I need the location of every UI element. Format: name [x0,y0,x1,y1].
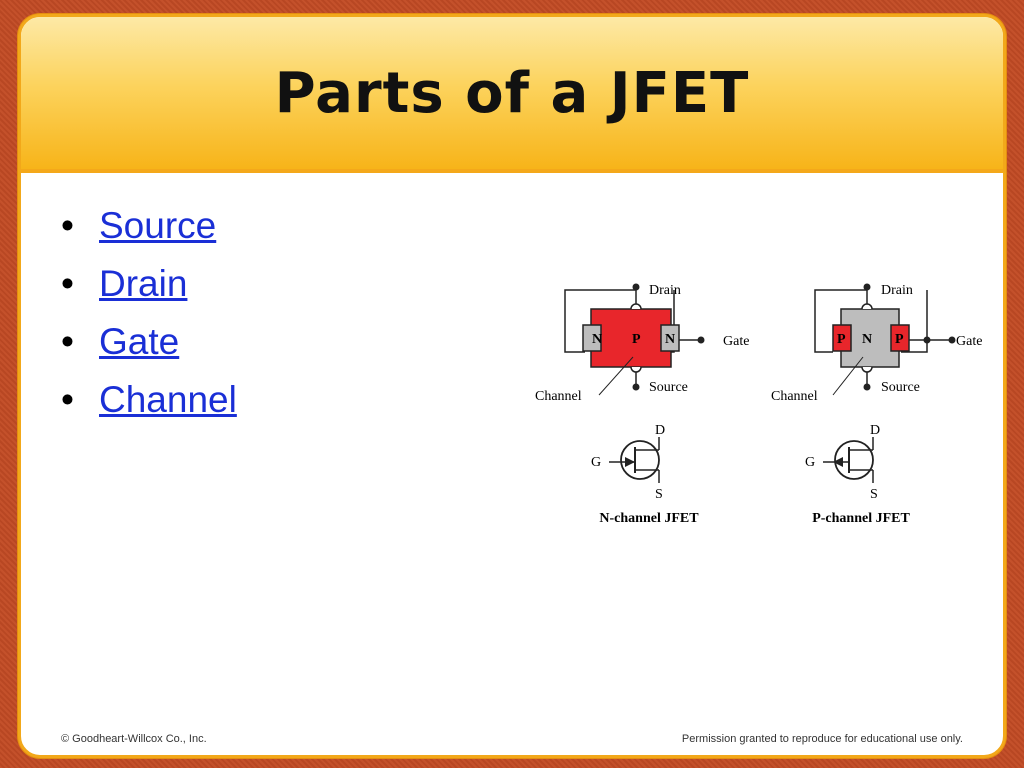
p-channel-symbol: D G S P-channel JFET [805,423,910,526]
bullet-dot: • [61,321,74,362]
n-gate-terminal [697,336,705,344]
n-source-label: Source [649,380,688,395]
bullet-dot: • [61,205,74,246]
link-channel[interactable]: Channel [99,379,237,420]
p-gate-node [923,336,931,344]
n-source-contact [630,366,642,373]
jfet-diagram: N P N Drain Gate Source Channel P [535,283,982,526]
p-source-terminal [863,383,871,391]
p-symbol-s-label: S [870,487,878,502]
link-drain[interactable]: Drain [99,263,188,304]
bullet-item: • Drain [61,255,237,313]
bullet-dot: • [61,263,74,304]
p-gate-label: Gate [956,334,982,349]
p-channel-label: Channel [771,389,818,404]
n-left-gate-region [582,324,602,352]
n-wire-loop [564,289,636,353]
p-wire-loop [814,289,867,353]
p-left-gate-region [832,324,852,352]
n-channel-structure: N P N Drain Gate Source Channel [535,283,749,404]
n-drain-label: Drain [649,283,681,298]
p-channel-structure: P N P Drain Gate Source Channel [771,283,982,404]
slide-title: Parts of a JFET [274,61,750,126]
p-gate-terminal [948,336,956,344]
bullet-item: • Source [61,197,237,255]
n-channel-symbol: D G S N-channel JFET [591,423,699,526]
bullet-item: • Gate [61,313,237,371]
slide: Parts of a JFET • Source • Drain • Gate • Ch… [18,14,1006,758]
bullet-item: • Channel [61,371,237,429]
bullet-list: • Source • Drain • Gate • Channel [61,197,237,429]
n-left-region-label: N [592,332,602,347]
link-gate[interactable]: Gate [99,321,180,362]
footer-permission: Permission granted to reproduce for educ… [681,733,963,745]
p-drain-label: Drain [881,283,913,298]
n-symbol-d-label: D [655,423,665,438]
n-channel-label: Channel [535,389,582,404]
p-drain-contact [861,303,873,310]
p-channel-caption: P-channel JFET [812,511,910,526]
footer-copyright: © Goodheart-Willcox Co., Inc. [61,733,207,745]
n-channel-region-label: P [632,332,641,347]
n-drain-contact [630,303,642,310]
n-channel-body [590,308,672,368]
p-left-region-label: P [837,332,846,347]
n-symbol-s-label: S [655,487,663,502]
p-symbol-d-label: D [870,423,880,438]
p-channel-region-label: N [862,332,872,347]
p-source-label: Source [881,380,920,395]
p-symbol-circle [834,440,874,480]
bullet-dot: • [61,379,74,420]
n-symbol-g-label: G [591,455,601,470]
n-symbol-circle [620,440,660,480]
n-source-terminal [632,383,640,391]
n-right-region-label: N [665,332,675,347]
n-drain-terminal [632,283,640,291]
n-gate-label: Gate [723,334,749,349]
link-source[interactable]: Source [99,205,217,246]
p-right-gate-region [890,324,910,352]
n-channel-caption: N-channel JFET [599,511,699,526]
p-drain-terminal [863,283,871,291]
n-channel-pointer [598,356,634,396]
p-source-contact [861,366,873,373]
p-right-region-label: P [895,332,904,347]
p-symbol-arrow-icon [833,457,843,467]
title-bar: Parts of a JFET [21,17,1003,173]
p-wire-loop-right [901,290,928,353]
p-symbol-g-label: G [805,455,815,470]
p-channel-pointer [832,356,864,396]
n-right-gate-region [660,324,680,352]
n-symbol-arrow-icon [625,457,635,467]
